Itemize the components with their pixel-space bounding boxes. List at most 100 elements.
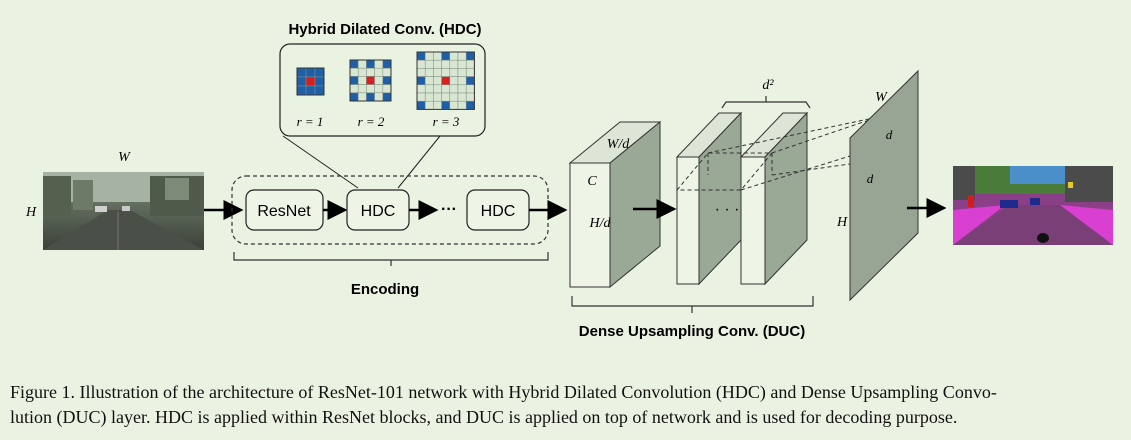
kernel-cell — [441, 51, 451, 61]
kernel-cell — [349, 67, 359, 77]
encoding-brace — [233, 252, 549, 266]
kernel-cell — [424, 92, 434, 102]
hdc-title: Hybrid Dilated Conv. (HDC) — [288, 21, 481, 38]
kernel-cell — [314, 76, 325, 87]
kernel-cell — [433, 76, 442, 86]
output-height-label: H — [836, 215, 848, 230]
kernel-cell — [349, 59, 359, 69]
kernel-cell — [374, 76, 384, 85]
kernel-cell — [433, 51, 442, 61]
kernel-cell — [357, 76, 367, 85]
kernel-cell — [416, 100, 426, 110]
figure-caption: Figure 1. Illustration of the architectu… — [10, 380, 1110, 430]
kernel-cell — [465, 51, 475, 61]
feature-height-label: H/d — [589, 216, 612, 231]
kernel-cell — [457, 100, 467, 110]
kernel-border — [416, 51, 475, 110]
kernel-cell — [441, 68, 451, 77]
kernel-cell — [424, 76, 434, 86]
kernel-cell — [349, 76, 359, 85]
duc-ellipsis: · · · — [715, 201, 740, 218]
kernel-cell — [424, 51, 434, 61]
kernel-border — [296, 67, 325, 96]
feature-width-label: W/d — [607, 137, 631, 152]
kernel-cell — [366, 84, 375, 94]
feature-channel-label: C — [587, 174, 597, 189]
kernel-cell — [449, 100, 459, 110]
kernel-cell — [433, 100, 442, 110]
kernel-cell — [382, 67, 392, 77]
kernel-cell — [457, 68, 467, 77]
upsampled-output-plane — [849, 69, 919, 302]
channels-brace — [721, 96, 811, 109]
kernel-cell — [416, 51, 426, 61]
kernel-cell — [416, 84, 426, 94]
channels-label: d² — [762, 78, 774, 93]
hdc-block-2-label: HDC — [481, 203, 516, 220]
kernel-cell — [374, 59, 384, 69]
kernel-cell — [449, 68, 459, 77]
kernel-cell — [305, 76, 316, 87]
kernel-cell — [349, 92, 359, 102]
kernel-cell — [296, 67, 307, 78]
kernel-cell — [314, 85, 325, 96]
kernel-cell — [374, 67, 384, 77]
kernel-cell — [441, 100, 451, 110]
hdc-kernel-panel — [279, 43, 486, 137]
kernel-cell — [366, 67, 375, 77]
kernel-cell — [441, 84, 451, 94]
hdc-zoom-line-right — [397, 135, 441, 189]
architecture-diagram: Hybrid Dilated Conv. (HDC) r = 1 r = 2 r… — [25, 21, 1113, 340]
kernel-cell — [433, 68, 442, 77]
kernel-cell — [382, 76, 392, 85]
kernel-cell — [441, 59, 451, 69]
output-width-label: W — [875, 90, 888, 105]
kernel-cell — [424, 59, 434, 69]
kernel-cell — [357, 92, 367, 102]
kernel-cell — [449, 51, 459, 61]
duc-slab-2 — [739, 111, 809, 286]
cell-label-1: d — [886, 127, 893, 142]
duc-label: Dense Upsampling Conv. (DUC) — [579, 323, 805, 340]
caption-line-1: Figure 1. Illustration of the architectu… — [10, 382, 997, 402]
kernel-cell — [433, 84, 442, 94]
kernel-cell — [314, 67, 325, 78]
kernel-cell — [349, 84, 359, 94]
segmentation-output-image — [953, 166, 1113, 245]
kernel-cell — [416, 59, 426, 69]
kernel-cell — [433, 59, 442, 69]
kernel-cell — [416, 92, 426, 102]
kernel-cell — [433, 92, 442, 102]
kernel-cell — [382, 59, 392, 69]
kernel-grid-r1 — [296, 67, 325, 96]
kernel-cell — [357, 59, 367, 69]
kernel-cell — [457, 59, 467, 69]
kernel-grid-r2 — [349, 59, 392, 102]
cell-label-2: d — [867, 171, 874, 186]
kernel-cell — [465, 92, 475, 102]
input-street-image — [43, 172, 204, 250]
kernel-cell — [465, 84, 475, 94]
kernel-cell — [465, 76, 475, 86]
kernel-cell — [441, 76, 451, 86]
kernel-cell — [424, 84, 434, 94]
kernel-cell — [424, 68, 434, 77]
kernel-cell — [424, 100, 434, 110]
kernel-cell — [366, 92, 375, 102]
kernel-cell — [296, 85, 307, 96]
kernel-cell — [382, 84, 392, 94]
kernel-cell — [449, 84, 459, 94]
kernel-grid-r3 — [416, 51, 475, 110]
resnet-block-label: ResNet — [257, 203, 311, 220]
kernel-cell — [441, 92, 451, 102]
kernel-cell — [465, 59, 475, 69]
kernel-cell — [305, 67, 316, 78]
feature-map-block — [568, 120, 662, 289]
r3-label: r = 3 — [433, 114, 460, 129]
kernel-cell — [449, 59, 459, 69]
kernel-cell — [374, 84, 384, 94]
kernel-cell — [465, 100, 475, 110]
input-width-label: W — [118, 150, 131, 165]
duc-slab-1 — [675, 111, 743, 286]
duc-brace — [571, 296, 814, 313]
